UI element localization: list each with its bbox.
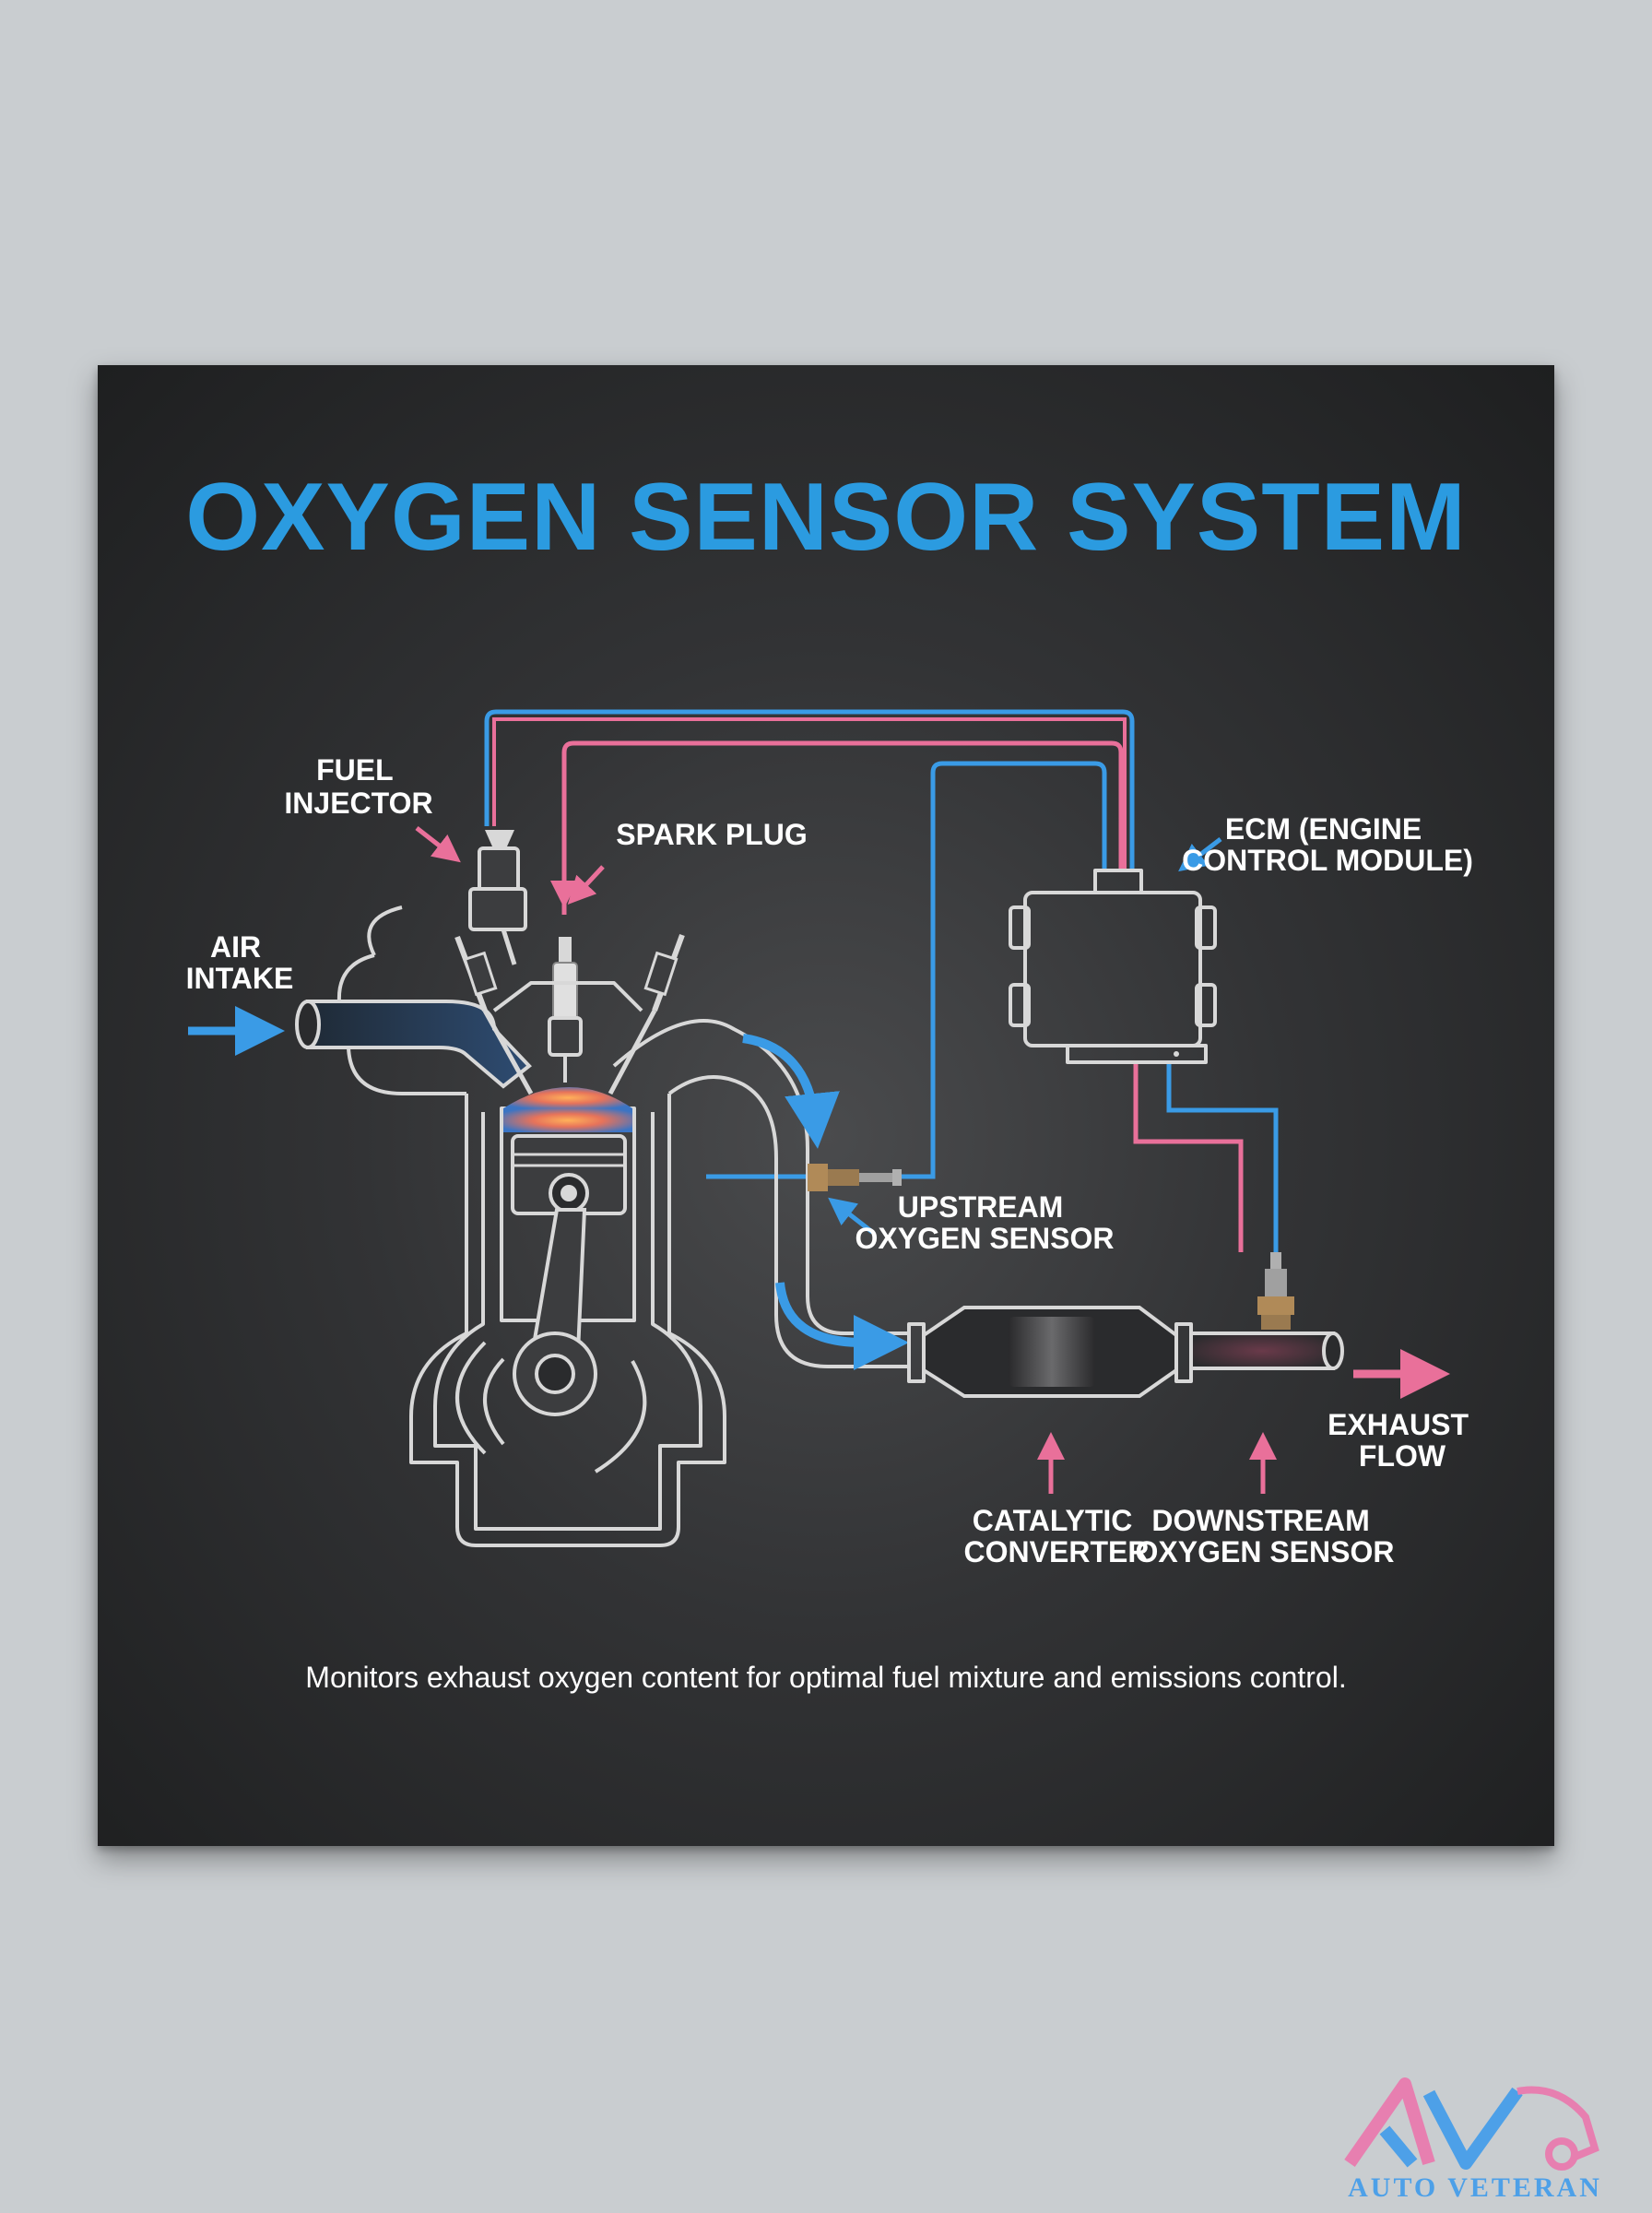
diagram-board: OXYGEN SENSOR SYSTEM [98, 365, 1554, 1846]
auto-veteran-logo: AUTO VETERAN [1344, 2077, 1602, 2203]
diagram-caption: Monitors exhaust oxygen content for opti… [305, 1661, 1346, 1694]
logo-text: AUTO VETERAN [1348, 2172, 1602, 2203]
downstream-sensor-label: DOWNSTREAM OXYGEN SENSOR [1136, 1504, 1395, 1568]
ecm-wiring [484, 709, 1279, 1252]
spark-plug-label: SPARK PLUG [616, 818, 807, 851]
exhaust-flow-label: EXHAUST FLOW [1328, 1408, 1477, 1473]
engine-block [409, 1087, 726, 1547]
downstream-oxygen-sensor [1257, 1252, 1294, 1330]
fuel-injector [468, 830, 527, 965]
intake-pipe [295, 905, 532, 1095]
ecm-module [1009, 869, 1217, 1064]
label-pointers [415, 826, 1277, 1494]
air-intake-label: AIR INTAKE [186, 930, 294, 995]
upstream-sensor-label: UPSTREAM OXYGEN SENSOR [856, 1190, 1115, 1255]
valve-train [454, 933, 685, 1095]
page-title: OXYGEN SENSOR SYSTEM [185, 464, 1467, 571]
catalytic-converter-label: CATALYTIC CONVERTER [964, 1504, 1150, 1568]
fuel-injector-label: FUEL INJECTOR [284, 753, 432, 820]
engine-diagram: OXYGEN SENSOR SYSTEM [185, 464, 1477, 1694]
exhaust-pipe [612, 1019, 1344, 1398]
spark-plug [548, 937, 583, 1083]
ecm-label: ECM (ENGINE CONTROL MODULE) [1182, 812, 1473, 877]
upstream-oxygen-sensor [808, 1164, 902, 1191]
